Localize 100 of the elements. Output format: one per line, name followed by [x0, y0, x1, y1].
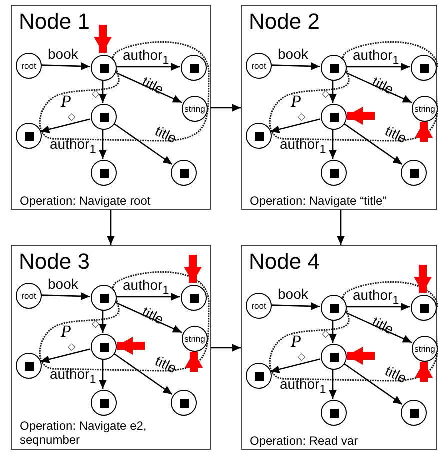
circle-node	[246, 123, 272, 149]
pointer-arrow	[347, 347, 375, 365]
circle-node	[91, 55, 117, 81]
arrow	[116, 293, 180, 301]
circle-node	[91, 334, 117, 360]
edge-label: book	[278, 287, 308, 302]
panel-title: Node 3	[19, 250, 90, 274]
circle-node	[412, 336, 438, 362]
edge-label: title	[152, 354, 180, 376]
pointer-arrow	[117, 337, 145, 355]
arrow	[270, 358, 321, 374]
node-label: root	[22, 292, 36, 300]
arrow	[99, 80, 107, 103]
arrow	[270, 118, 321, 134]
arrow	[329, 369, 337, 399]
arrow	[99, 129, 107, 159]
arrow	[40, 348, 91, 364]
script-symbol: P	[291, 92, 302, 112]
edge-label: author$_{1}$	[50, 367, 96, 387]
circle-node	[246, 363, 272, 389]
node-label: string	[414, 344, 436, 354]
arrow	[270, 62, 320, 70]
diamond-symbol: ◇	[92, 89, 100, 100]
arrow	[343, 122, 403, 166]
circle-node	[91, 160, 117, 186]
node-label: root	[252, 302, 266, 310]
arrow	[114, 72, 182, 104]
panel-title: Node 1	[19, 10, 90, 34]
pointer-arrow	[347, 107, 375, 125]
operation-text: Operation: Navigate “title”	[250, 194, 388, 208]
circle-node	[321, 160, 347, 186]
script-symbol: P	[291, 332, 302, 352]
pointer-arrow	[94, 25, 112, 53]
arrow	[40, 292, 90, 300]
arrow	[329, 80, 337, 103]
circle-node	[321, 104, 347, 130]
panel-box	[11, 5, 211, 210]
circle-node	[321, 295, 347, 321]
panel-title: Node 2	[249, 10, 320, 34]
arrow	[270, 302, 320, 310]
circle-node	[182, 96, 208, 122]
edge-label: book	[48, 47, 78, 62]
arrow	[329, 320, 337, 343]
circle-node	[171, 160, 197, 186]
diamond-symbol: ◇	[322, 89, 330, 100]
circle-node	[16, 353, 42, 379]
circle-node	[16, 283, 42, 309]
circle-node	[91, 285, 117, 311]
arrow	[329, 129, 337, 159]
edge-label: author$_{1}$	[353, 48, 400, 68]
circle-node	[91, 104, 117, 130]
arrow	[211, 344, 241, 352]
circle-node	[321, 400, 347, 426]
panel-title: Node 4	[249, 250, 320, 274]
pointer-arrow	[184, 255, 202, 283]
circle-node	[246, 293, 272, 319]
edge-label: author$_{1}$	[280, 377, 326, 397]
circle-node	[401, 400, 427, 426]
circle-node	[91, 390, 117, 416]
diamond-symbol: ◇	[322, 329, 330, 340]
operation-text: Operation: Navigate root	[20, 194, 152, 208]
arrow	[346, 303, 410, 311]
diamond-symbol: ◇	[92, 319, 100, 330]
panel-box	[241, 5, 437, 210]
arrow	[99, 359, 107, 389]
edge-label: author$_{1}$	[353, 288, 400, 308]
edge-label: author$_{1}$	[50, 137, 96, 157]
arrow	[99, 310, 107, 333]
circle-node	[171, 390, 197, 416]
edge-label: title	[382, 364, 410, 386]
diamond-symbol: ◇	[68, 112, 76, 123]
node-label: string	[184, 104, 206, 114]
diamond-symbol: ◇	[68, 342, 76, 353]
edge-label: author$_{1}$	[123, 48, 170, 68]
arrow	[337, 210, 345, 245]
node-label: root	[22, 62, 36, 70]
circle-node	[401, 160, 427, 186]
circle-node	[16, 123, 42, 149]
arrow	[107, 210, 115, 245]
arrow	[344, 312, 412, 344]
arrow	[343, 362, 403, 406]
arrow	[114, 302, 182, 334]
edge-label: author$_{1}$	[280, 137, 326, 157]
operation-text: Operation: Read var	[250, 434, 360, 448]
circle-node	[181, 285, 207, 311]
circle-node	[321, 55, 347, 81]
arrow	[344, 72, 412, 104]
panel-box	[11, 245, 211, 450]
arrow	[116, 63, 180, 71]
circle-node	[182, 326, 208, 352]
edge-label: title	[382, 124, 410, 146]
pointer-arrow	[185, 352, 203, 372]
arrow	[211, 104, 241, 112]
circle-node	[411, 295, 437, 321]
circle-node	[16, 53, 42, 79]
pointer-arrow	[415, 122, 433, 142]
script-symbol: P	[61, 322, 72, 342]
circle-node	[181, 55, 207, 81]
node-label: string	[184, 334, 206, 344]
circle-node	[412, 96, 438, 122]
